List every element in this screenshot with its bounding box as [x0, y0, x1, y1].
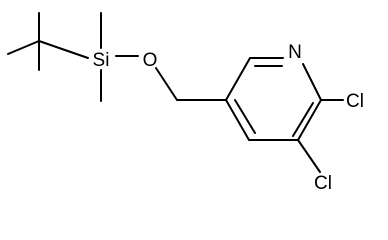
bond-c2-c3-inner: [292, 102, 314, 137]
chemical-structure: Si O N Cl Cl: [7, 12, 364, 194]
bond-c3-cl: [297, 139, 321, 173]
bond-tbu-methyl-left: [7, 40, 40, 55]
chlorine-atom-label-top: Cl: [346, 91, 364, 112]
chlorine-atom-label-bottom: Cl: [314, 173, 332, 194]
silyl-group: Si: [93, 12, 139, 102]
nitrogen-atom-label: N: [288, 42, 302, 63]
bond-c4-c5: [225, 99, 250, 141]
silicon-atom-label: Si: [93, 50, 110, 71]
chloro-substituents: Cl Cl: [297, 91, 364, 194]
pyridine-ring: N: [225, 42, 322, 141]
bond-o-ch2: [155, 67, 178, 101]
bond-n1-c2: [302, 63, 322, 101]
ether-linker: O: [143, 50, 227, 101]
bond-c4-c5-inner: [234, 99, 256, 134]
bond-c5-c6: [225, 57, 251, 101]
bond-c2-c3: [297, 99, 322, 141]
bond-tbu-si: [38, 40, 89, 59]
oxygen-atom-label: O: [143, 50, 158, 71]
tert-butyl-group: [7, 12, 89, 71]
